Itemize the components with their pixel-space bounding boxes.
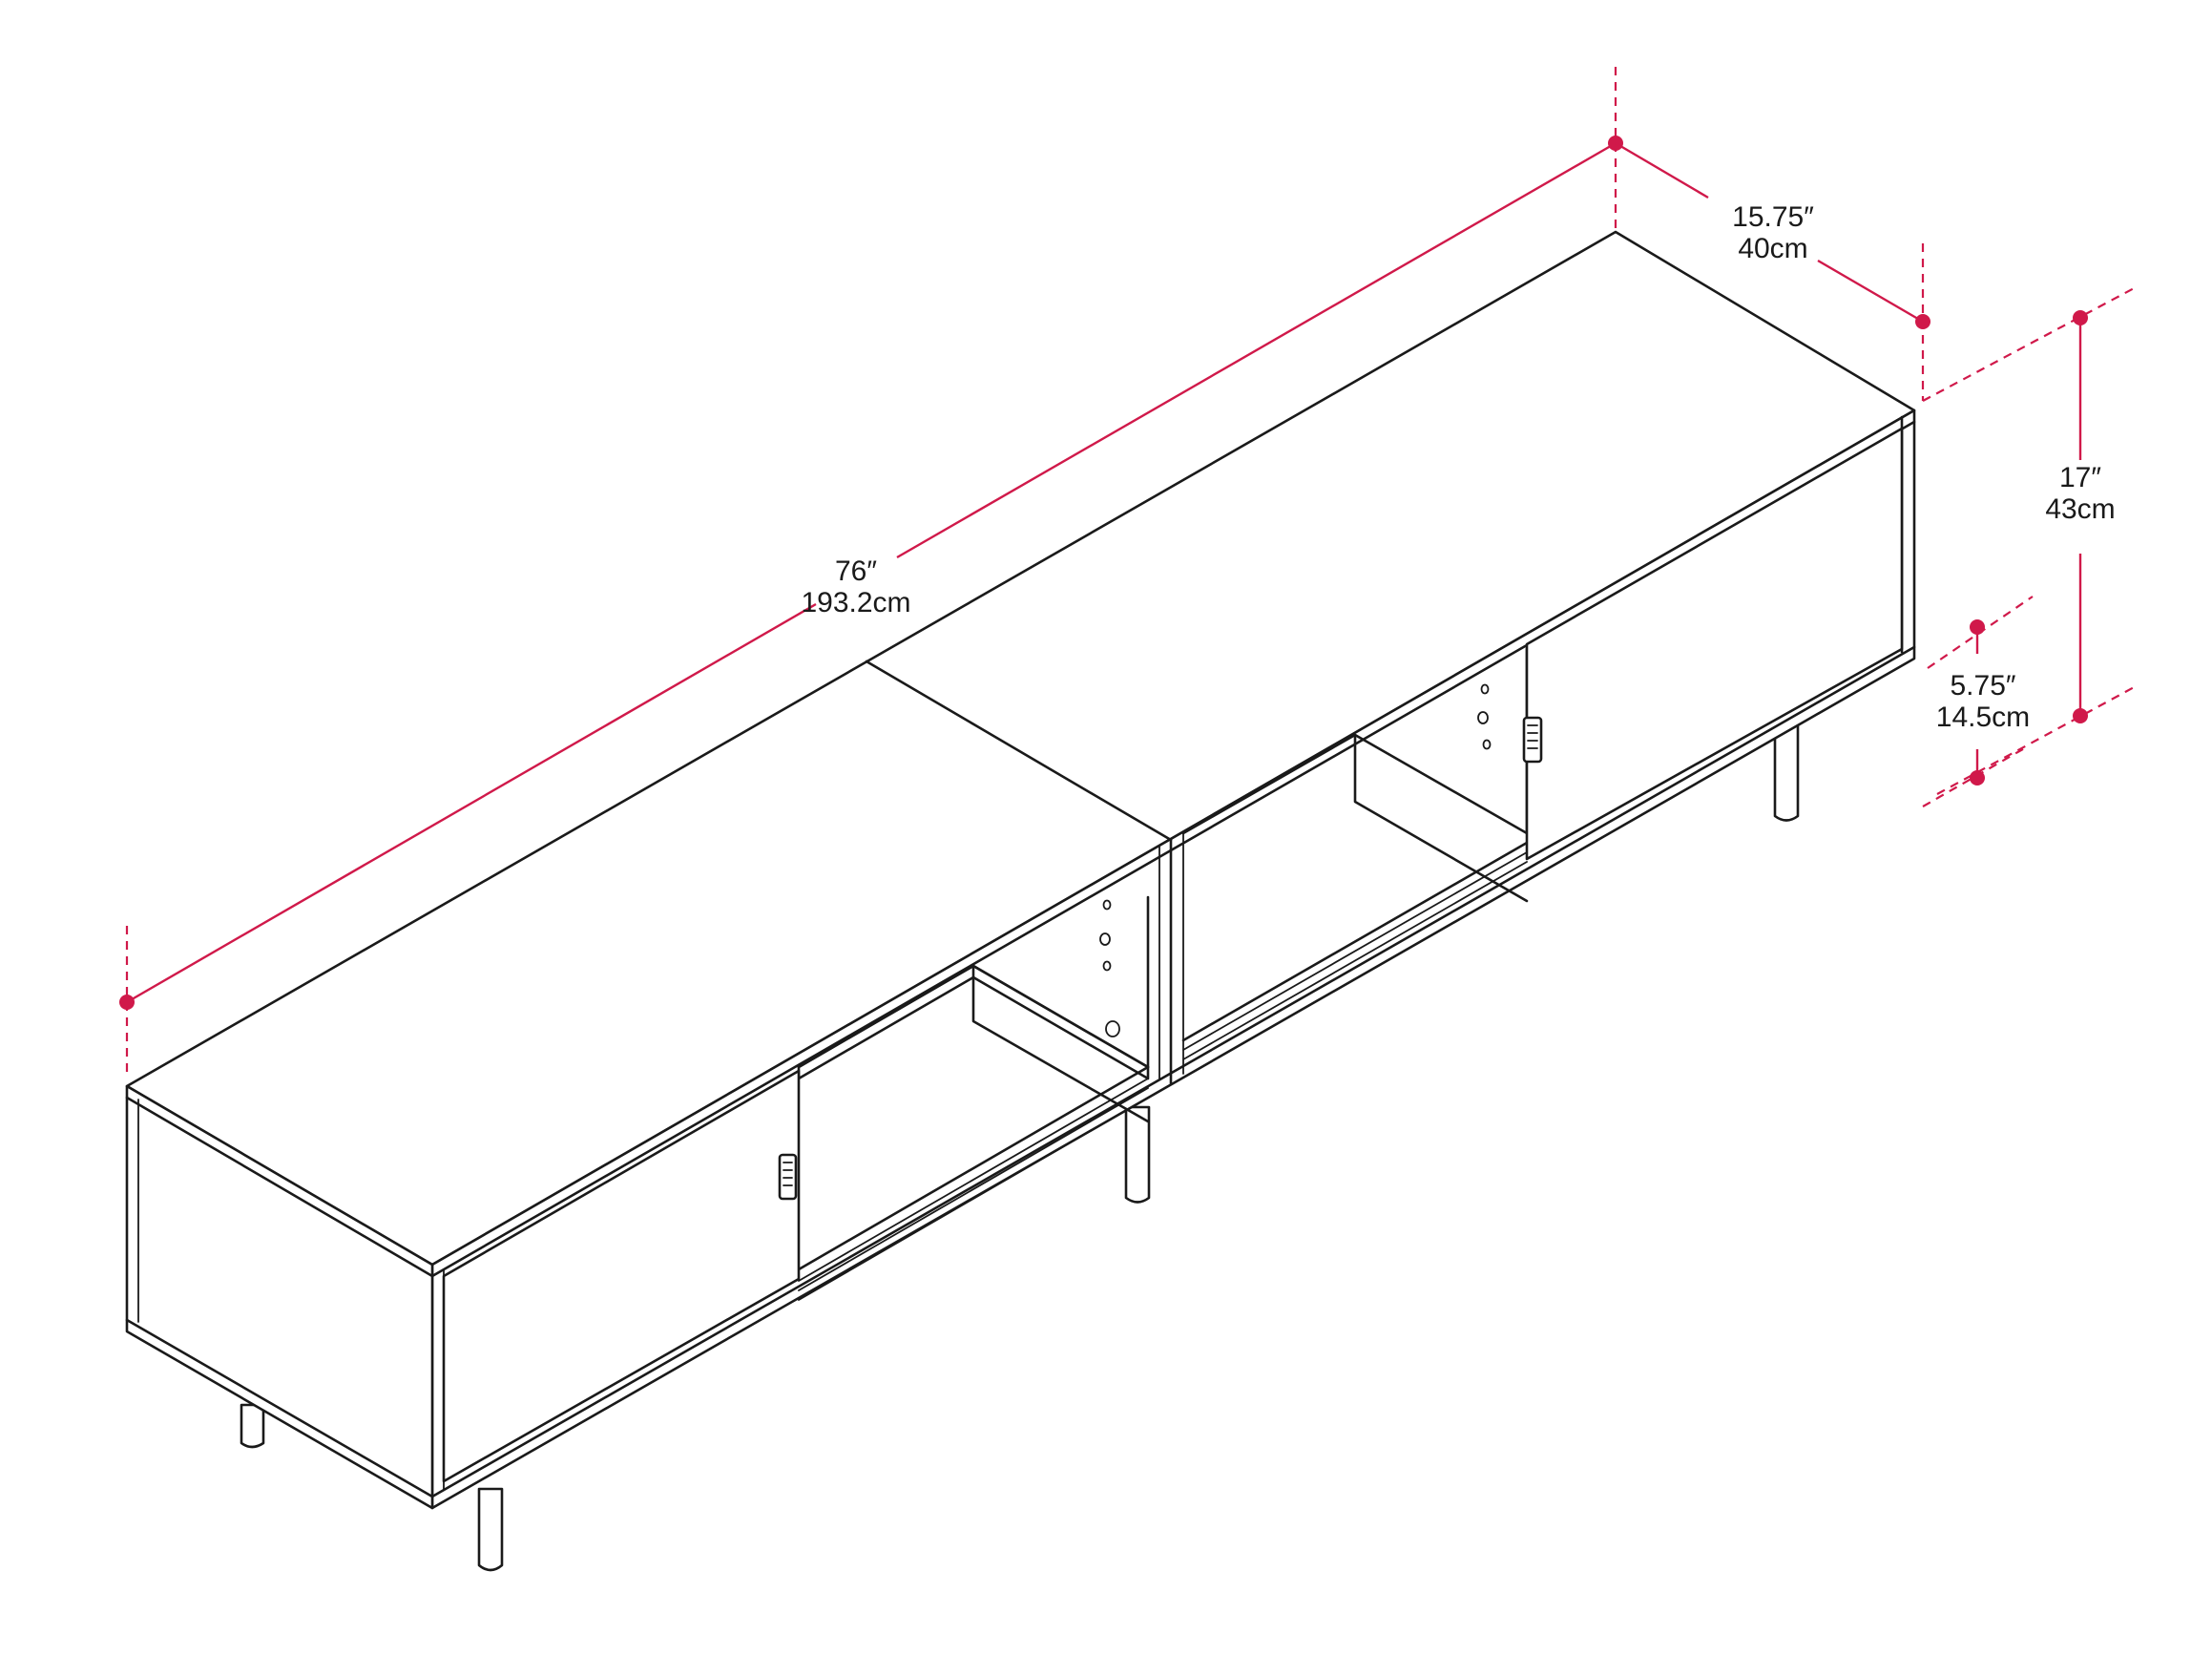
shelf-pin-hole bbox=[1482, 739, 1492, 750]
shelf-pin-hole bbox=[1102, 899, 1112, 911]
right-compartment-back-wall bbox=[1353, 733, 1529, 903]
width-dimension-line-left bbox=[126, 602, 817, 1004]
shelf-pin bbox=[1477, 711, 1489, 724]
door-handle-grip bbox=[783, 1162, 793, 1186]
track-rail bbox=[1182, 851, 1528, 1051]
leg-clearance-extension-bottom bbox=[1922, 745, 2029, 807]
height-extension-top bbox=[1922, 285, 2139, 402]
left-side-face bbox=[125, 1084, 434, 1510]
depth-imperial-label: 15.75″ bbox=[1732, 201, 1814, 233]
leg-clearance-metric-label: 14.5cm bbox=[1936, 702, 2030, 733]
track-rail bbox=[798, 1078, 1149, 1282]
depth-dimension-line-bottom bbox=[1817, 259, 1924, 324]
door-handle bbox=[778, 1153, 798, 1201]
height-endpoint-dot bbox=[2073, 708, 2088, 723]
track-rail bbox=[798, 1097, 1149, 1301]
width-dimension-line-right bbox=[896, 141, 1617, 559]
door-handle-grip bbox=[1527, 724, 1538, 749]
door-handle bbox=[1522, 716, 1543, 764]
leg-front-left bbox=[477, 1487, 504, 1572]
back-legs bbox=[240, 716, 1800, 1449]
shelf-pin bbox=[1099, 932, 1111, 946]
track-rail bbox=[1182, 861, 1528, 1060]
depth-metric-label: 40cm bbox=[1738, 233, 1807, 264]
left-compartment-back-wall bbox=[971, 964, 1150, 1123]
track-rail bbox=[797, 1065, 1150, 1271]
leg-back-middle bbox=[1124, 1105, 1151, 1204]
leg-back-right bbox=[1773, 716, 1800, 822]
track-rail bbox=[798, 1087, 1149, 1291]
shelf-pin-hole bbox=[1102, 960, 1112, 972]
track-rail bbox=[1181, 841, 1529, 1042]
top-thickness-edge bbox=[125, 420, 1916, 1278]
depth-dimension-line-top bbox=[1615, 141, 1709, 199]
height-metric-label: 43cm bbox=[2045, 493, 2115, 525]
cam-lock bbox=[1105, 1020, 1120, 1037]
dimension-lines bbox=[119, 67, 2139, 1079]
leg-clearance-endpoint-dot bbox=[1970, 770, 1985, 786]
height-imperial-label: 17″ bbox=[2059, 462, 2101, 493]
cabinet-body bbox=[125, 230, 1916, 1510]
leg-back-left bbox=[240, 1403, 265, 1449]
leg-clearance-endpoint-dot bbox=[1970, 619, 1985, 635]
door-panel bbox=[1525, 427, 1904, 861]
door-panel bbox=[442, 1069, 801, 1483]
left-sliding-door bbox=[442, 1069, 801, 1483]
front-legs bbox=[477, 1487, 504, 1572]
width-endpoint-dot bbox=[119, 995, 135, 1010]
left-open-compartment bbox=[797, 895, 1150, 1301]
unit-seam bbox=[865, 660, 1184, 1085]
depth-endpoint-dot bbox=[1915, 314, 1930, 329]
height-endpoint-dot bbox=[2073, 310, 2088, 325]
bottom-panel-edge bbox=[125, 645, 1916, 1498]
width-metric-label: 193.2cm bbox=[801, 587, 910, 618]
dimension-labels: 76″ 193.2cm 15.75″ 40cm 17″ 43cm 5.75″ 1… bbox=[801, 201, 2115, 733]
top-seam-line bbox=[865, 660, 1173, 842]
right-sliding-door bbox=[1522, 427, 1904, 861]
width-imperial-label: 76″ bbox=[835, 555, 877, 587]
leg-clearance-imperial-label: 5.75″ bbox=[1950, 670, 2015, 702]
shelf-pin-hole bbox=[1480, 683, 1490, 695]
